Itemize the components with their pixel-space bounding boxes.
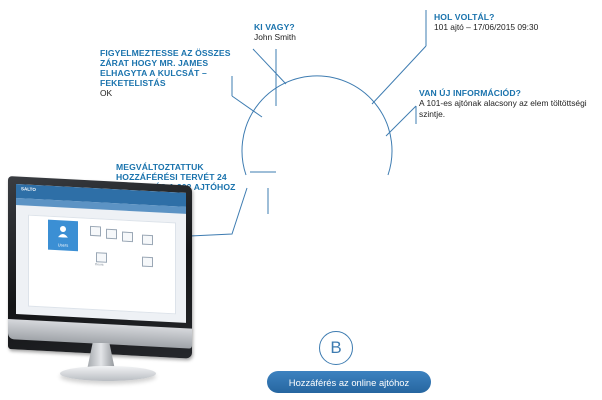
calendar-icon (142, 234, 153, 246)
online-door-access-button[interactable]: Hozzáférés az online ajtóhoz (267, 371, 431, 393)
news-title: VAN ÚJ INFORMÁCIÓD? (419, 88, 521, 98)
users-tile: Users (48, 219, 78, 252)
news-callout: VAN ÚJ INFORMÁCIÓD? A 101-es ajtónak ala… (419, 88, 597, 119)
alert-title: FIGYELMEZTESSE AZ ÖSSZES ZÁRAT HOGY MR. … (100, 48, 231, 88)
alert-callout: FIGYELMEZTESSE AZ ÖSSZES ZÁRAT HOGY MR. … (100, 48, 236, 99)
monitor-screen: SALTO Users Doors (16, 184, 186, 323)
monitor-illustration: SALTO Users Doors (8, 176, 194, 390)
spoke-alert (231, 95, 263, 118)
where-body: 101 ajtó – 17/06/2015 09:30 (434, 22, 539, 32)
door-icon (90, 225, 101, 237)
alert-body: OK (100, 88, 113, 98)
screen-brand: SALTO (21, 186, 36, 193)
b-badge: B (319, 331, 353, 365)
key-icon (106, 228, 117, 240)
spoke-where (371, 45, 427, 105)
who-title: KI VAGY? (254, 22, 295, 32)
doors-mini-label: Doors (95, 262, 104, 267)
where-title: HOL VOLTÁL? (434, 12, 495, 22)
spoke-top-left (252, 48, 287, 85)
hub-arc (241, 75, 393, 176)
spoke-monitor (189, 187, 248, 237)
users-tile-label: Users (57, 242, 69, 248)
monitor-stand-neck (87, 343, 115, 369)
report-icon (96, 252, 107, 263)
who-body: John Smith (254, 32, 296, 42)
lock-icon (122, 231, 133, 243)
where-callout: HOL VOLTÁL? 101 ajtó – 17/06/2015 09:30 (434, 12, 584, 33)
settings-icon (142, 256, 153, 268)
user-icon (58, 225, 68, 238)
monitor-stand-base (60, 366, 156, 381)
news-body: A 101-es ajtónak alacsony az elem töltöt… (419, 98, 587, 119)
who-callout: KI VAGY? John Smith (254, 22, 344, 43)
spoke-news (385, 105, 417, 137)
